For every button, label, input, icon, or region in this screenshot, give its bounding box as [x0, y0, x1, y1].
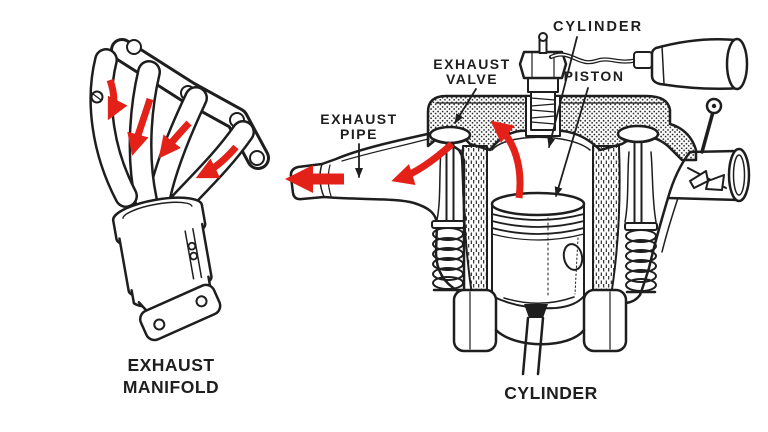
label-cylinder-top: CYLINDER — [553, 19, 643, 35]
diagram-labels: CYLINDER EXHAUST VALVE PISTON EXHAUST PI… — [123, 19, 643, 403]
exhaust-manifold-illustration — [89, 38, 270, 342]
spark-plug — [518, 32, 568, 137]
manifold-flow-arrow-4 — [195, 144, 239, 179]
label-exhaust-valve-line2: VALVE — [446, 71, 498, 87]
piston — [490, 191, 586, 310]
flow-arrow-exhaust-pipe — [391, 141, 455, 186]
ignition-wire — [548, 51, 653, 69]
caption-cylinder-bottom: CYLINDER — [504, 383, 597, 403]
intake-valve — [616, 124, 660, 226]
throttle-lever — [700, 97, 723, 154]
manifold-flow-arrow-1 — [106, 78, 128, 121]
ignition-coil — [650, 37, 749, 91]
valve-spring-right — [624, 222, 658, 294]
valve-spring-left — [431, 220, 465, 292]
label-exhaust-pipe-line1: EXHAUST — [320, 111, 397, 127]
label-piston: PISTON — [564, 68, 625, 84]
crankcase — [452, 288, 628, 353]
valve-guide-line — [460, 149, 467, 221]
manifold-flow-arrow-2 — [127, 97, 154, 156]
leader-exhaust-valve — [454, 88, 477, 124]
leader-piston — [554, 87, 589, 197]
caption-exhaust-manifold-line2: MANIFOLD — [123, 377, 219, 397]
manifold-flow-arrow-3 — [158, 120, 192, 159]
label-exhaust-pipe-line2: PIPE — [340, 126, 378, 142]
throttle-butterfly — [687, 167, 727, 191]
valve-guide-line — [624, 151, 630, 223]
cylinder-wall-left — [461, 145, 488, 303]
flow-arrow-cylinder-to-valve — [490, 120, 524, 199]
engine-cross-section — [285, 32, 751, 376]
caption-exhaust-manifold-line1: EXHAUST — [127, 355, 214, 375]
manifold-outlet-flange — [138, 283, 222, 342]
connecting-rod — [521, 304, 548, 376]
cylinder-wall-right — [592, 145, 621, 303]
valve-guide-line — [650, 151, 657, 223]
leader-cylinder-top — [547, 36, 578, 148]
label-exhaust-valve-line1: EXHAUST — [433, 56, 510, 72]
intake-pipe — [622, 97, 751, 305]
